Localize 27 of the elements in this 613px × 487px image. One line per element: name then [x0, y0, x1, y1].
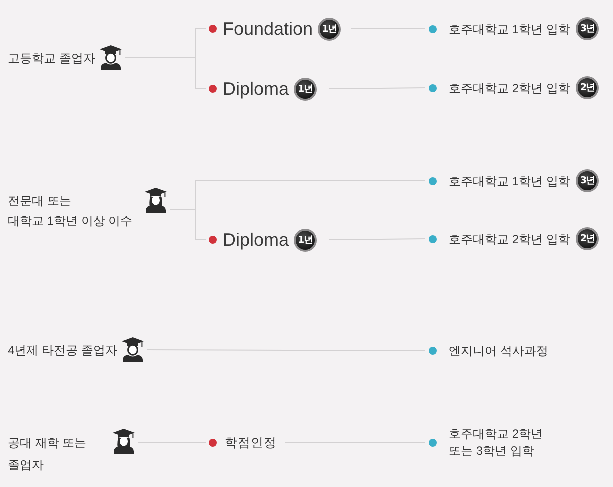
destination-label: 호주대학교 2학년 입학: [449, 80, 570, 97]
duration-badge: 2년: [576, 228, 600, 250]
destination-label: 호주대학교 2학년 또는 3학년 입학: [449, 426, 544, 460]
duration-badge: 1년: [318, 18, 342, 40]
duration-badge: 1년: [294, 228, 318, 252]
connector-line: [138, 442, 206, 444]
course-label: Diploma: [223, 229, 290, 252]
group-label: 4년제 타전공 졸업자: [8, 342, 118, 359]
course-label: Diploma: [223, 78, 290, 101]
connector-line: [350, 28, 426, 30]
course-label: Foundation: [223, 18, 314, 41]
connector-line: [284, 442, 426, 444]
step-label: 학점인정: [225, 435, 277, 452]
group-label: 공대 재학 또는 졸업자: [8, 435, 88, 474]
duration-badge: 3년: [576, 18, 600, 40]
connector-line: [328, 88, 426, 90]
destination-label: 호주대학교 1학년 입학: [449, 21, 570, 38]
group-label: 고등학교 졸업자: [8, 50, 96, 67]
group-label: 전문대 또는 대학교 1학년 이상 이수: [8, 193, 134, 230]
destination-label: 호주대학교 1학년 입학: [449, 173, 570, 190]
duration-badge: 3년: [576, 170, 600, 192]
connector-line: [146, 350, 426, 352]
destination-label: 엔지니어 석사과정: [449, 343, 548, 360]
connector-line: [328, 238, 426, 240]
duration-badge: 2년: [576, 76, 600, 100]
duration-badge: 1년: [294, 78, 318, 100]
destination-label: 호주대학교 2학년 입학: [449, 231, 570, 248]
